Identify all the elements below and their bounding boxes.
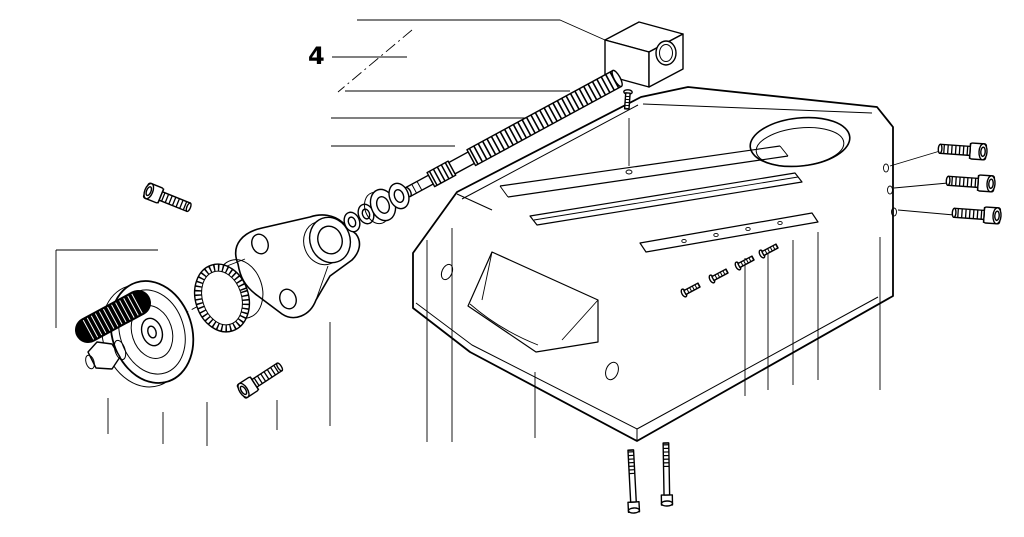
clamp-nut	[85, 339, 127, 370]
knurled-collar	[193, 258, 264, 333]
drawing-root: 4	[55, 19, 1002, 513]
spacer-ring	[388, 182, 410, 210]
vise-body	[412, 86, 897, 442]
bearing-bracket	[235, 214, 361, 319]
leader-lines	[55, 19, 955, 446]
callout-4-label: 4	[308, 42, 325, 70]
handle-grip	[75, 290, 151, 343]
thrust-washer-1	[343, 211, 361, 233]
lead-screw	[404, 69, 623, 198]
nut-block	[604, 21, 684, 88]
